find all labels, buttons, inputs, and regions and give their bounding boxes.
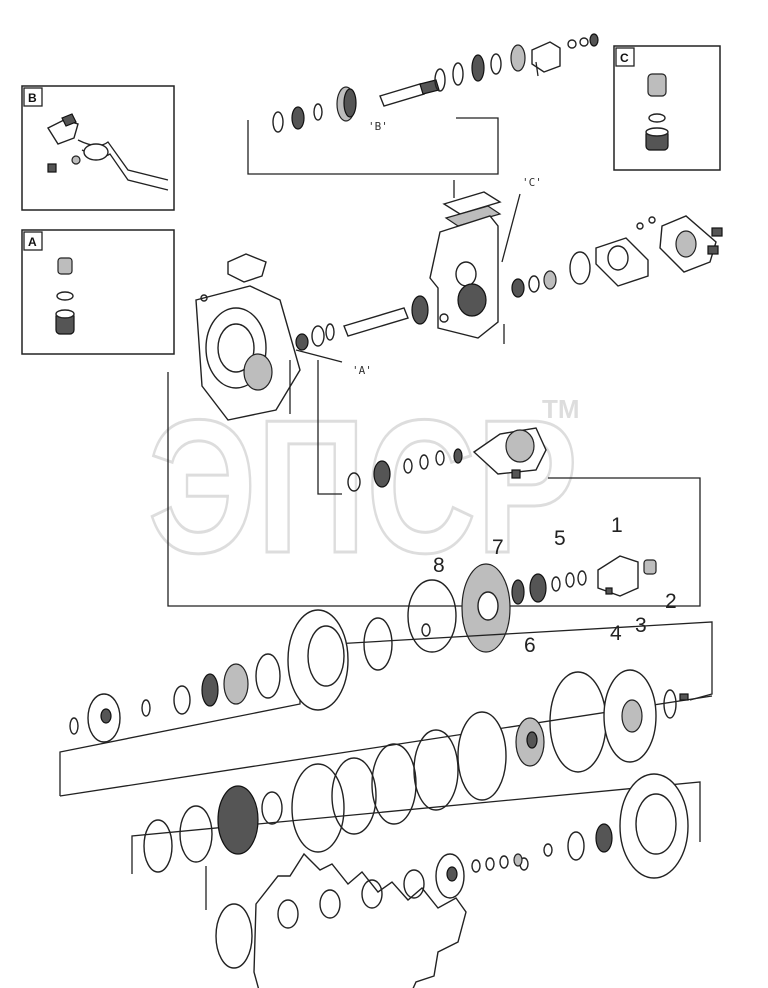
planetary-row-2 [291,669,689,853]
planet-gears [205,852,523,988]
callout-c: 'C' [522,176,542,189]
inset-box-a: A [21,229,175,355]
watermark-text: ЭПСР [148,381,578,593]
inset-label-b: B [28,91,37,105]
inset-label-a: A [28,235,37,249]
motor-sub-assembly [167,360,701,607]
watermark-trademark: TM [542,394,580,424]
inset-label-c: C [620,51,629,65]
inset-box-c: C [613,45,721,171]
part-number-5: 5 [554,527,566,550]
center-bracket-assembly: 'C' [429,176,723,344]
planetary-row-3 [131,773,701,879]
part-number-4: 4 [610,622,622,645]
top-shaft-assembly: 'B' [247,33,599,175]
callout-b: 'B' [368,120,388,133]
watermark: ЭПСР TM [147,380,580,595]
part-number-6: 6 [524,634,536,657]
part-number-8: 8 [433,554,445,577]
output-flange-assembly [407,555,657,653]
main-housing-assembly: 'A' [195,253,449,421]
part-number-2: 2 [665,590,677,613]
callout-a: 'A' [352,364,372,377]
planetary-row-1 [59,609,713,797]
part-number-1: 1 [611,514,623,537]
part-number-7: 7 [492,536,504,559]
inset-box-b: B [21,85,175,211]
